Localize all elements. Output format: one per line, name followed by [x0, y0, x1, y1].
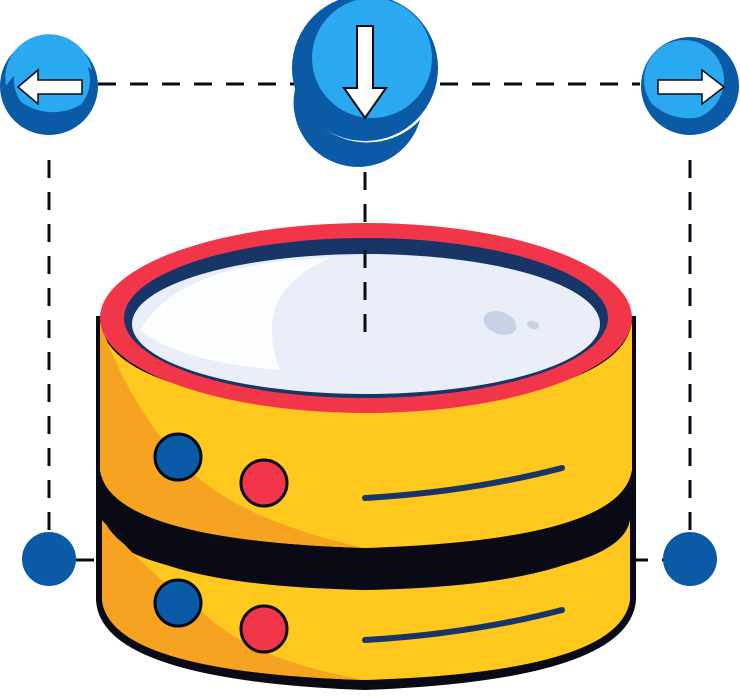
upper-tier-shade [100, 322, 365, 548]
lower-slot-line [362, 607, 565, 643]
top-face-gloss-2 [527, 320, 539, 330]
lower-tier-shade [102, 520, 365, 680]
arrow-right-icon [641, 37, 739, 135]
arrow-left-icon [0, 34, 98, 135]
database-icon [96, 223, 636, 690]
tier-divider [100, 470, 632, 590]
upper-tier-body [100, 322, 632, 548]
arrow-down-icon [292, 0, 438, 167]
left-endpoint-dot [22, 532, 76, 586]
lower-status-light-red [239, 604, 289, 654]
upper-status-light-red [239, 458, 289, 508]
top-face-gloss-1 [483, 311, 517, 335]
top-face-highlight [140, 258, 330, 370]
right-endpoint-dot [663, 532, 717, 586]
upper-slot-line [362, 465, 565, 501]
lower-status-light-blue [153, 578, 203, 628]
upper-status-light-blue [153, 432, 203, 482]
